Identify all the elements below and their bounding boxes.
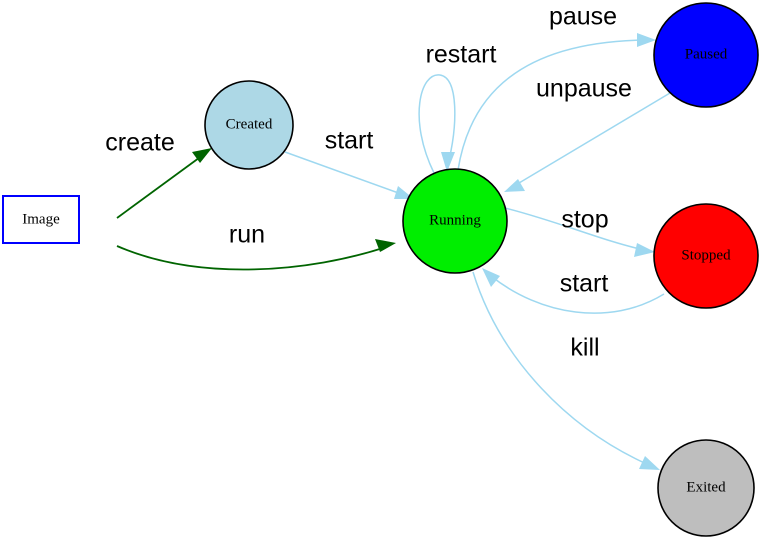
edge-unpause[interactable] <box>504 92 671 192</box>
node-running-label: Running <box>429 212 481 228</box>
edge-kill[interactable] <box>472 271 660 470</box>
node-exited-shape <box>657 439 755 537</box>
node-stopped[interactable]: Stopped <box>653 203 759 309</box>
edge-run-path <box>116 245 387 271</box>
node-paused[interactable]: Paused <box>653 2 759 108</box>
edge-create[interactable] <box>116 148 212 219</box>
edge-label-kill: kill <box>570 334 599 362</box>
edge-create-arrowhead <box>192 148 212 163</box>
node-created-label: Created <box>226 116 273 132</box>
edge-label-create: create <box>105 129 174 157</box>
node-created-shape <box>204 80 294 170</box>
edge-label-stop: stop <box>561 206 608 234</box>
edge-create-path <box>116 154 204 219</box>
edge-stop[interactable] <box>504 207 655 257</box>
node-created[interactable]: Created <box>204 80 294 170</box>
node-paused-label: Paused <box>685 46 728 62</box>
node-running-shape <box>402 168 508 274</box>
edge-pause-arrowhead <box>637 33 656 47</box>
edge-pause[interactable] <box>457 33 656 171</box>
edge-label-unpause: unpause <box>536 75 632 103</box>
node-stopped-shape <box>653 203 759 309</box>
edge-pause-path <box>457 39 646 171</box>
edge-stop-arrowhead <box>634 243 655 257</box>
edge-kill-arrowhead <box>639 456 660 470</box>
edge-label-start-created-running: start <box>325 127 374 155</box>
node-image-shape <box>2 195 80 244</box>
edge-label-restart: restart <box>426 41 497 69</box>
edge-restart-arrowhead <box>441 152 455 172</box>
edge-unpause-path <box>513 92 671 187</box>
edge-stop-path <box>504 207 645 251</box>
edge-label-pause: pause <box>549 3 617 31</box>
node-exited[interactable]: Exited <box>657 439 755 537</box>
edge-start2-arrowhead <box>482 268 500 287</box>
node-image[interactable]: Image <box>2 195 80 244</box>
edge-kill-path <box>472 271 650 466</box>
edge-start2-path <box>490 275 665 314</box>
edge-label-run: run <box>229 221 265 249</box>
edge-start1-path <box>284 151 405 196</box>
node-running[interactable]: Running <box>402 168 508 274</box>
node-image-label: Image <box>22 211 60 227</box>
edge-restart-path <box>418 74 456 174</box>
node-stopped-label: Stopped <box>681 247 731 263</box>
edge-run-arrowhead <box>375 239 396 252</box>
edge-start-created-running[interactable] <box>284 151 414 199</box>
node-exited-label: Exited <box>686 479 726 495</box>
edge-unpause-arrowhead <box>504 179 525 192</box>
edge-start-stopped-running[interactable] <box>482 268 665 314</box>
node-paused-shape <box>653 2 759 108</box>
edge-run[interactable] <box>116 239 396 271</box>
edge-label-start-stopped-running: start <box>560 270 609 298</box>
edge-restart[interactable] <box>418 74 456 174</box>
